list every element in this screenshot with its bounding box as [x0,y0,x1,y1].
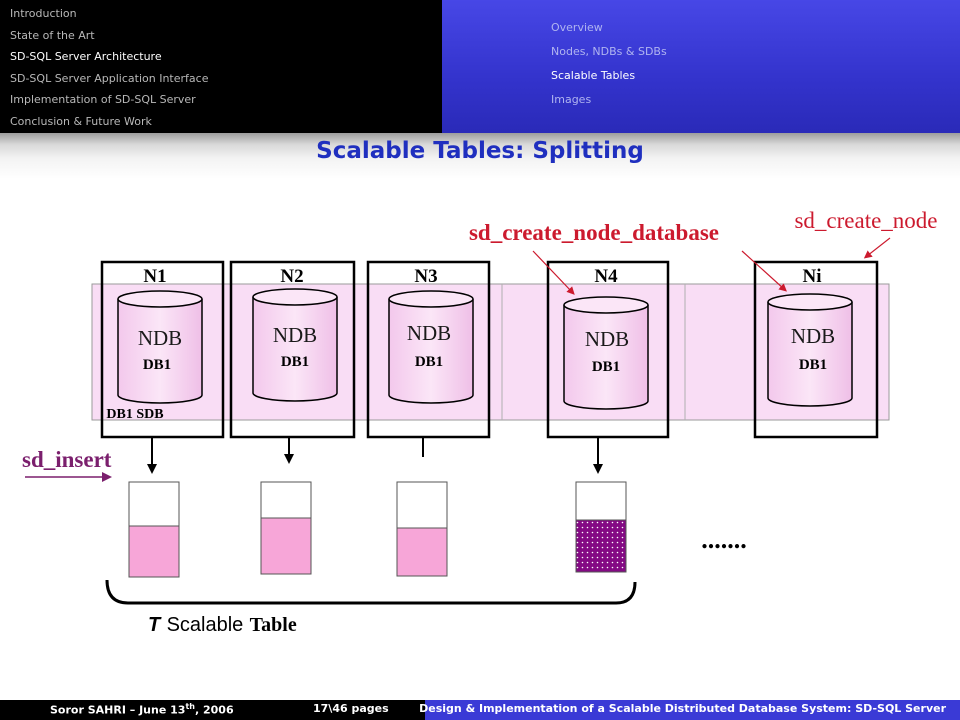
node-label-n2: N2 [280,266,303,287]
node-box-n2 [229,260,356,439]
subnav-scalable-tables[interactable]: Scalable Tables [551,69,636,82]
header-section-nav: Introduction State of the Art SD-SQL Ser… [0,0,442,133]
ndb-label-ni: NDB [791,324,835,348]
db-label-ni: DB1 [799,357,827,373]
more-ellipsis: ....... [701,525,747,554]
node-label-n3: N3 [414,266,437,287]
subnav-nodes[interactable]: Nodes, NDBs & SDBs [551,45,667,58]
ndb-label-n2: NDB [273,323,317,347]
nav-state-of-the-art[interactable]: State of the Art [10,29,95,42]
node-label-n1: N1 [143,266,166,287]
arrow-create-node-database [532,250,575,295]
node-label-ni: Ni [803,266,822,287]
nav-architecture[interactable]: SD-SQL Server Architecture [10,50,162,63]
nav-implementation[interactable]: Implementation of SD-SQL Server [10,93,196,106]
ndb-cylinder-n2 [252,288,338,402]
nav-introduction[interactable]: Introduction [10,7,77,20]
node-label-n4: N4 [594,266,618,287]
sd-create-node-label: sd_create_node [794,208,937,233]
title-band [0,133,960,179]
ndb-cylinder-n4 [563,296,649,410]
nav-application-interface[interactable]: SD-SQL Server Application Interface [10,72,209,85]
db-label-n2: DB1 [281,354,309,370]
sd-create-node-database-label: sd_create_node_database [469,220,719,245]
footer-description-band: Design & Implementation of a Scalable Di… [419,700,960,720]
ndb-cylinder-n3 [388,290,474,404]
table-segment-1 [128,481,180,578]
nav-conclusion[interactable]: Conclusion & Future Work [10,115,152,128]
footer-page-count: 17\46 pages [313,702,389,715]
node-box-n1 [100,260,225,439]
node-box-n4 [546,260,670,439]
ndb-label-n1: NDB [138,326,182,350]
ndb-cylinder-ni [767,293,853,407]
slide-title: Scalable Tables: Splitting [316,138,644,164]
db-label-n1: DB1 [143,357,171,373]
footer-author: Soror SAHRI – June 13th, 2006 [50,702,234,717]
node-box-ni [753,260,879,439]
table-bracket [105,579,637,605]
db-label-n4: DB1 [592,359,620,375]
node-box-n3 [366,260,491,439]
sd-insert-label: sd_insert [22,447,112,472]
table-segment-2 [260,481,312,575]
ndb-cylinder-n1 [117,290,203,404]
subnav-images[interactable]: Images [551,93,592,106]
arrow-create-node-database-ni [741,250,787,292]
table-segment-3 [396,481,448,577]
ndb-label-n3: NDB [407,321,451,345]
ndb-label-n4: NDB [585,327,629,351]
db-label-n3: DB1 [415,354,443,370]
arrow-create-node [863,237,891,259]
subnav-overview[interactable]: Overview [551,21,603,34]
sdb-label: DB1 SDB [106,407,163,422]
footer: Soror SAHRI – June 13th, 2006 17\46 page… [0,700,960,720]
table-label: T Scalable Table [148,612,297,636]
header-subsection-nav: Overview Nodes, NDBs & SDBs Scalable Tab… [442,0,960,133]
footer-description: Design & Implementation of a Scalable Di… [419,702,946,715]
table-segment-4 [575,481,627,573]
